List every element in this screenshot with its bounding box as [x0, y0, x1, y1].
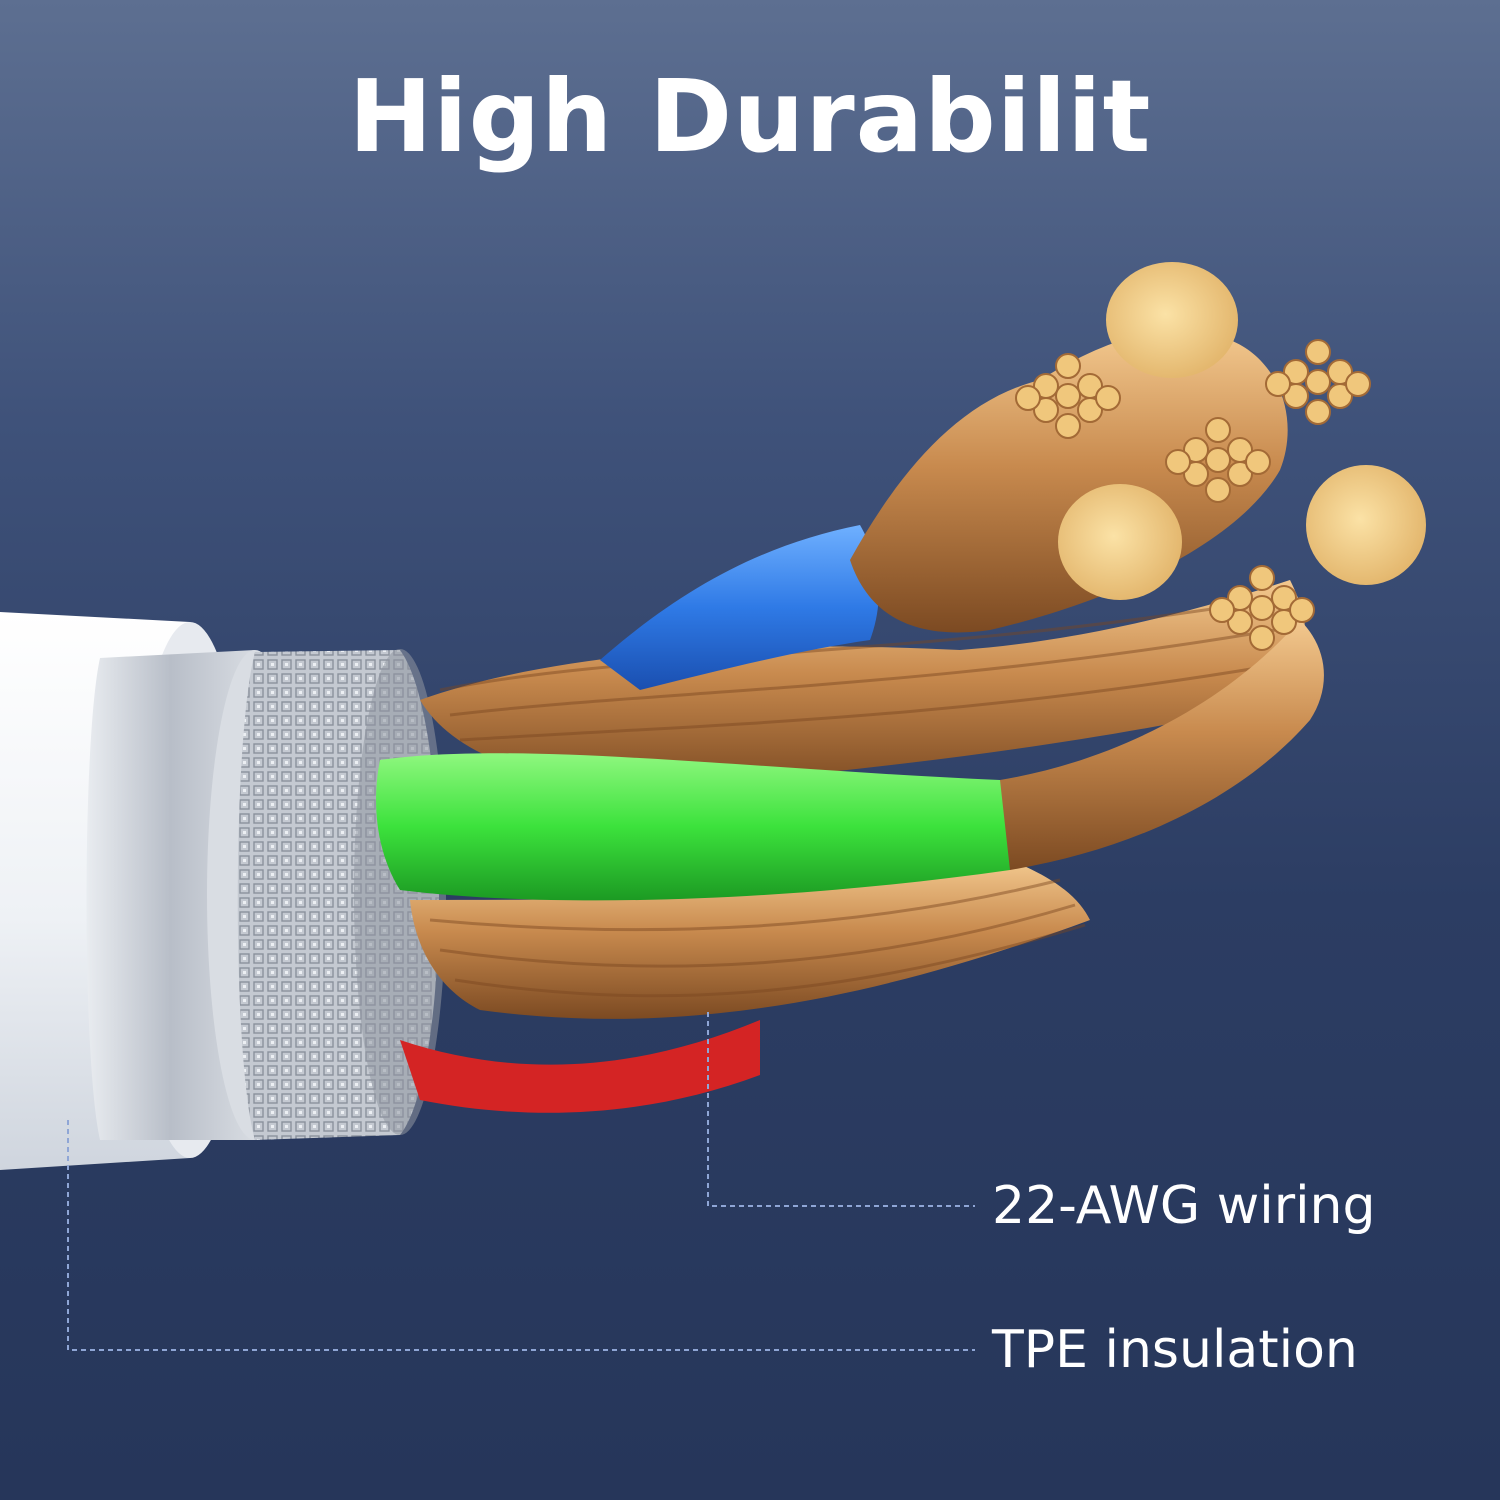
- green-wire: [376, 753, 1027, 901]
- conductor-ends: [1058, 262, 1426, 600]
- conductor-callout-line-icon: [707, 1012, 975, 1207]
- wiring-callout-label: 22-AWG wiring: [992, 1176, 1376, 1236]
- strand-texture: [429, 598, 1276, 998]
- stranded-bundle-ends: [1015, 339, 1371, 651]
- blue-wire: [600, 525, 879, 690]
- insulation-callout-label: TPE insulation: [992, 1320, 1358, 1380]
- headline: High Durabilit: [348, 58, 1152, 175]
- green-wire-core: [1000, 620, 1324, 870]
- tpe-jacket: [0, 612, 303, 1170]
- jacket-callout-line-icon: [67, 1120, 975, 1351]
- upper-copper-bundle: [420, 580, 1306, 790]
- red-wire: [400, 1020, 760, 1113]
